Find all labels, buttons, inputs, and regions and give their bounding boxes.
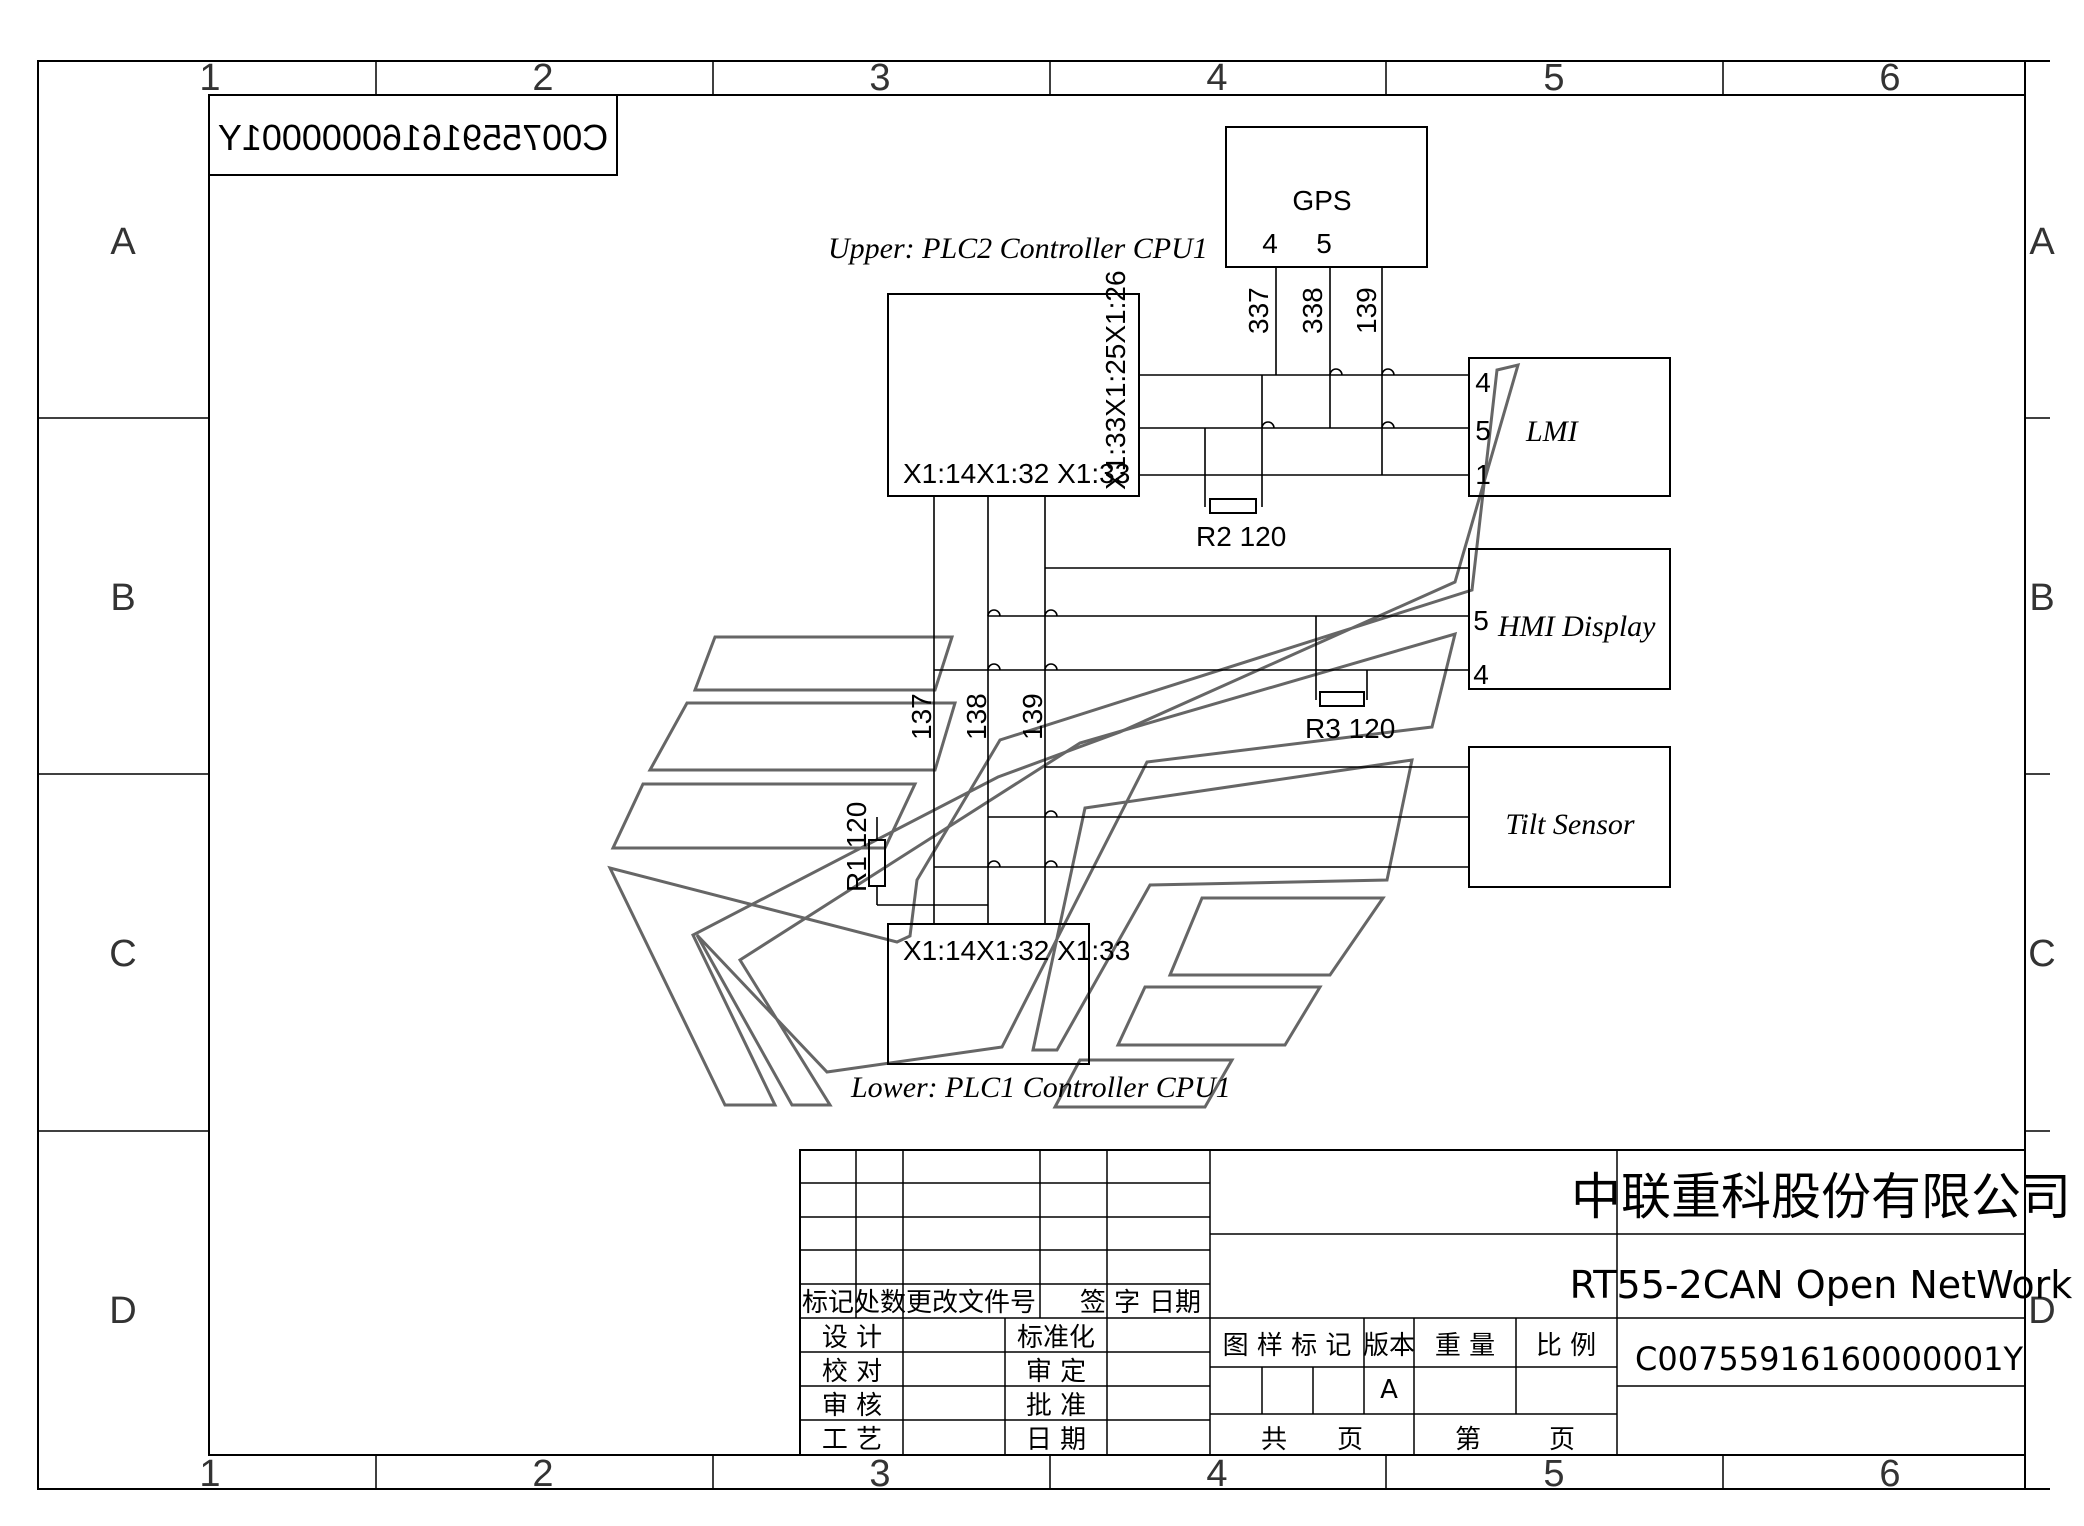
rev-header-sign: 签 字 <box>1080 1288 1140 1318</box>
col-label-bottom-3: 3 <box>869 1453 890 1495</box>
row-label-right-d: D <box>2028 1290 2055 1332</box>
company-name: 中联重科股份有限公司 <box>1571 1168 2071 1226</box>
row-label-right-c: C <box>2028 933 2055 975</box>
col-label-top-3: 3 <box>869 57 890 99</box>
col-label-top-6: 6 <box>1879 57 1900 99</box>
col-label-bottom-2: 2 <box>532 1453 553 1495</box>
role-approve: 审 定 <box>1026 1357 1086 1387</box>
r3-label: R3 120 <box>1305 713 1395 744</box>
role-review: 审 核 <box>822 1391 882 1421</box>
r1-label: R1 120 <box>841 802 872 892</box>
tilt-sensor: Tilt Sensor <box>1468 746 1671 888</box>
col-label-top-5: 5 <box>1543 57 1564 99</box>
rev-header-docnum: 更改文件号 <box>906 1288 1036 1318</box>
col-label-bottom-5: 5 <box>1543 1453 1564 1495</box>
can-bus-wiring: R2 120 R3 120 R1 120 <box>841 267 1469 924</box>
sheet-current-label: 第 <box>1455 1425 1481 1455</box>
lmi-pin-1: 1 <box>1475 459 1491 490</box>
drawing-title: RT55-2CAN Open NetWork <box>1570 1263 2073 1307</box>
wire-numbers: 337 338 139 137 138 139 <box>906 287 1382 740</box>
upper-plc-bottom-pins: X1:14X1:32 X1:33 <box>903 458 1130 489</box>
col-label-bottom-1: 1 <box>199 1453 220 1495</box>
wire-139-bus: 139 <box>1017 693 1048 740</box>
wire-337: 337 <box>1243 287 1274 334</box>
role-design: 设 计 <box>822 1323 882 1353</box>
row-label-left-a: A <box>110 221 136 263</box>
wire-137: 137 <box>906 693 937 740</box>
upper-plc-caption: Upper: PLC2 Controller CPU1 <box>828 232 1208 265</box>
hdr-scale: 比 例 <box>1536 1331 1596 1361</box>
upper-plc-controller: Upper: PLC2 Controller CPU1 X1:14X1:32 X… <box>828 232 1208 497</box>
rev-header-mark: 标记 <box>802 1288 854 1318</box>
lmi-pin-4: 4 <box>1475 367 1491 398</box>
role-check: 校 对 <box>822 1357 882 1387</box>
wire-139-gps: 139 <box>1351 287 1382 334</box>
sheet-total-unit: 页 <box>1337 1425 1363 1455</box>
wire-138: 138 <box>961 693 992 740</box>
lower-plc-caption: Lower: PLC1 Controller CPU1 <box>850 1071 1231 1104</box>
gps-label: GPS <box>1292 185 1351 216</box>
mirrored-drawing-code: C00755916160000001Y <box>218 117 608 158</box>
hmi-display: HMI Display 5 4 <box>1468 548 1671 690</box>
upper-plc-side-pins: X1:33X1:25X1:26 <box>1100 270 1131 490</box>
title-block: 标记 处数 更改文件号 签 字 日期 设 计 校 对 审 核 工 艺 标准化 审… <box>799 1149 2073 1456</box>
row-label-left-d: D <box>109 1290 136 1332</box>
sheet-current-unit: 页 <box>1549 1425 1575 1455</box>
col-label-bottom-4: 4 <box>1206 1453 1227 1495</box>
hdr-pattern-mark: 图 样 标 记 <box>1223 1331 1352 1361</box>
row-label-left-b: B <box>110 577 135 619</box>
hmi-pin-4: 4 <box>1473 659 1489 690</box>
row-label-left-c: C <box>109 933 136 975</box>
rev-header-date: 日期 <box>1149 1288 1201 1318</box>
lower-plc-top-pins: X1:14X1:32 X1:33 <box>903 935 1130 966</box>
role-process: 工 艺 <box>822 1425 882 1455</box>
gps-pin-4: 4 <box>1262 228 1278 259</box>
mirrored-code-box: C00755916160000001Y <box>208 94 618 176</box>
tilt-label: Tilt Sensor <box>1505 808 1635 841</box>
role-date: 日 期 <box>1026 1425 1086 1455</box>
rev-header-count: 处数 <box>854 1288 906 1318</box>
row-label-right-b: B <box>2029 577 2054 619</box>
lmi-label: LMI <box>1525 415 1580 448</box>
lower-plc-controller: X1:14X1:32 X1:33 Lower: PLC1 Controller … <box>850 923 1231 1104</box>
hdr-version: 版本 <box>1363 1331 1415 1361</box>
hmi-label: HMI Display <box>1497 610 1656 643</box>
drawing-number: C00755916160000001Y <box>1635 1340 2023 1378</box>
r2-label: R2 120 <box>1196 521 1286 552</box>
hdr-weight: 重 量 <box>1435 1331 1495 1361</box>
col-label-top-2: 2 <box>532 57 553 99</box>
col-label-bottom-6: 6 <box>1879 1453 1900 1495</box>
hmi-pin-5: 5 <box>1473 605 1489 636</box>
version-value: A <box>1380 1375 1398 1405</box>
wire-338: 338 <box>1297 287 1328 334</box>
sheet-total-label: 共 <box>1261 1425 1287 1455</box>
lmi-unit: LMI 4 5 1 <box>1468 357 1671 497</box>
col-label-top-1: 1 <box>199 57 220 99</box>
gps-module: GPS 4 5 <box>1225 126 1428 268</box>
row-label-right-a: A <box>2029 221 2055 263</box>
col-label-top-4: 4 <box>1206 57 1227 99</box>
role-standard: 标准化 <box>1017 1323 1095 1353</box>
gps-pin-5: 5 <box>1316 228 1332 259</box>
role-authorize: 批 准 <box>1026 1391 1086 1421</box>
lmi-pin-5: 5 <box>1475 415 1491 446</box>
